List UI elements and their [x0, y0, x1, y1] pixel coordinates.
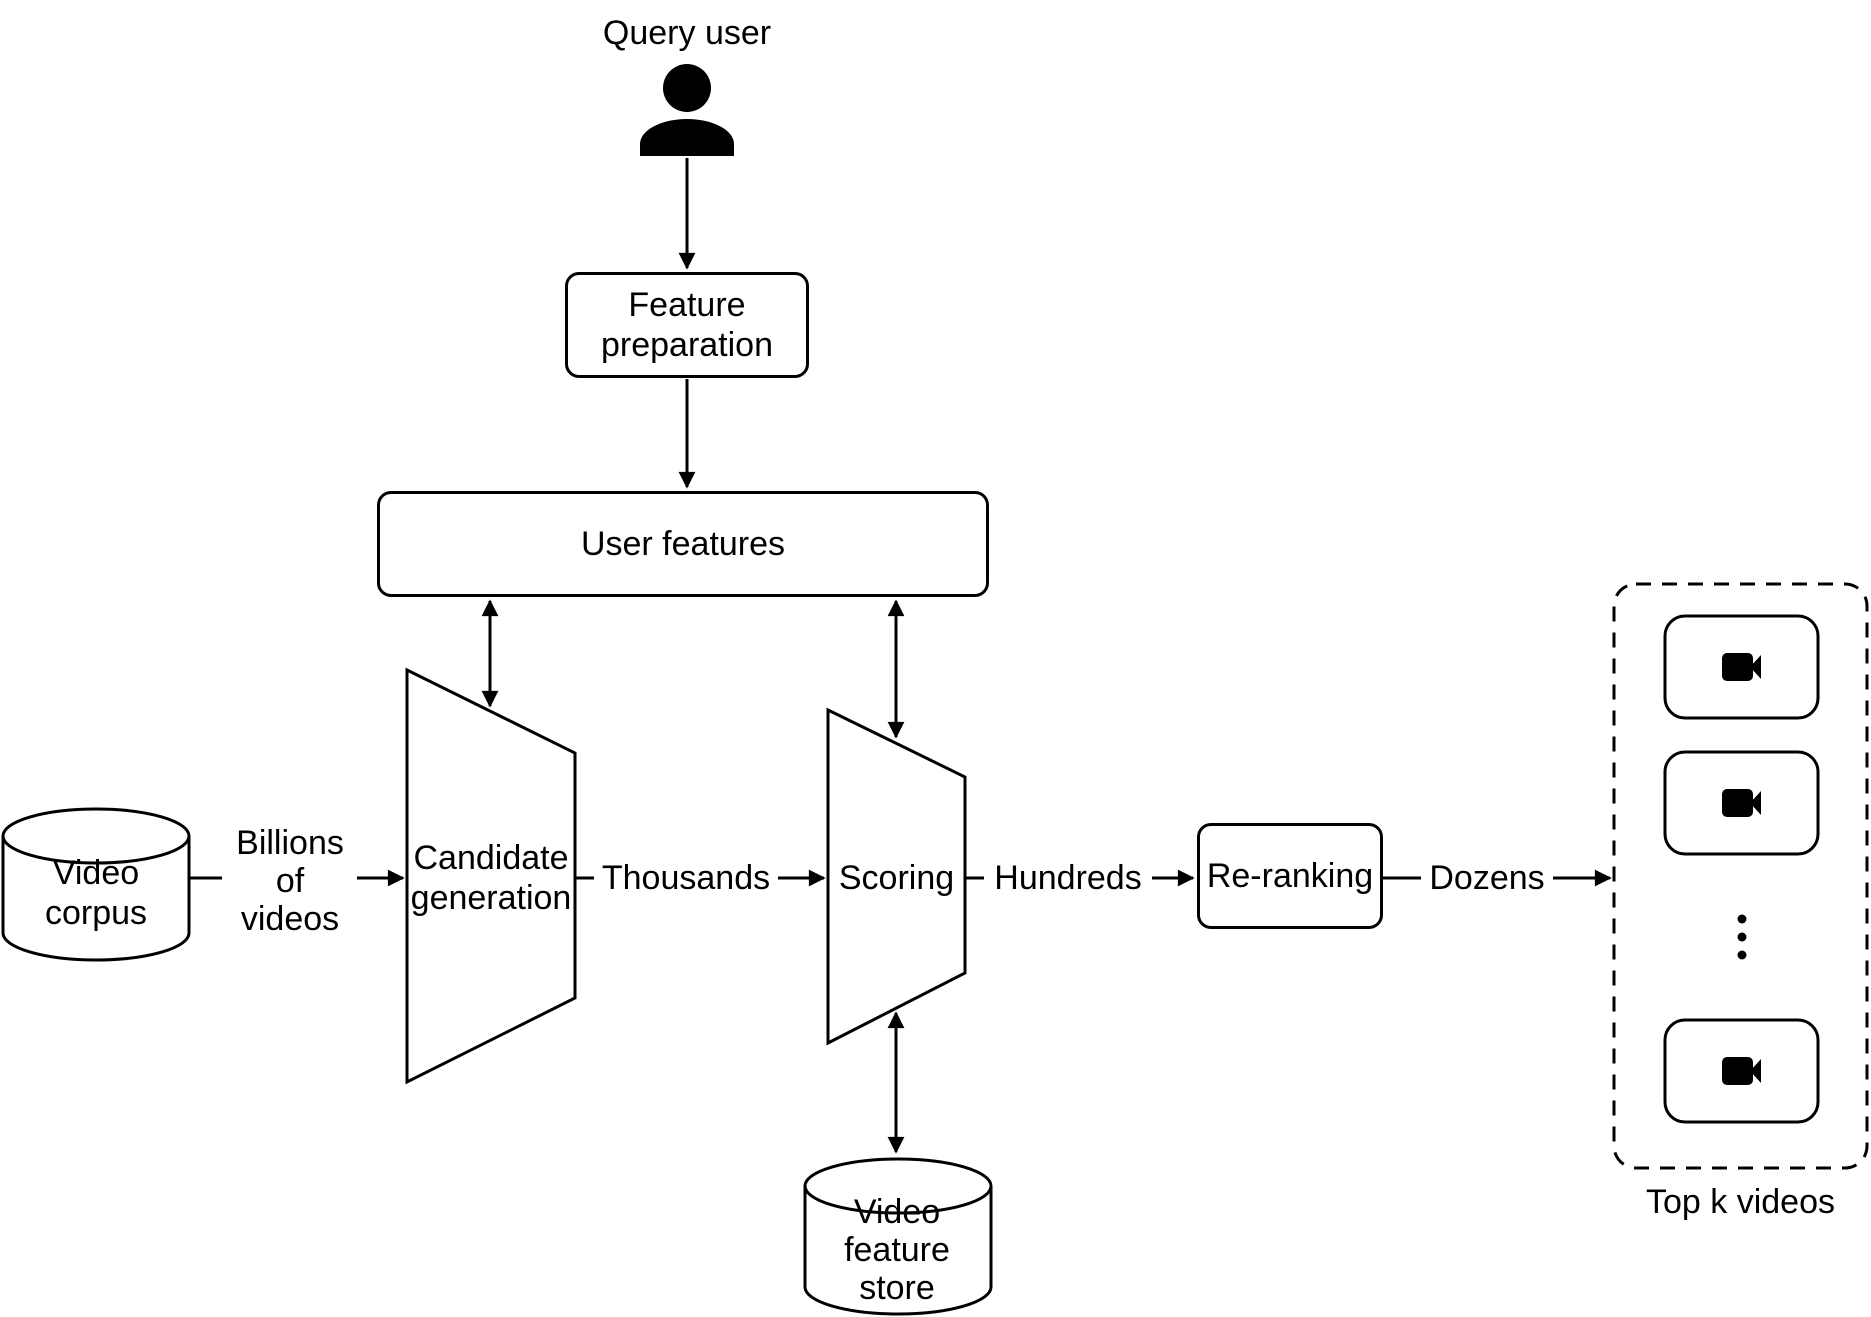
video-camera-icon	[1722, 653, 1761, 681]
scoring-trapezoid	[826, 707, 967, 1046]
candidate-generation-trapezoid	[405, 667, 577, 1085]
top-k-videos-container	[1612, 582, 1869, 1170]
person-icon	[640, 64, 734, 156]
thousands-label: Thousands	[601, 859, 771, 897]
video-feature-store-label: Video feature store	[844, 1193, 950, 1307]
candidate-generation-label: Candidate generation	[410, 839, 572, 917]
video-camera-icon	[1722, 789, 1761, 817]
user-features-node: User features	[377, 491, 989, 597]
scoring-label: Scoring	[838, 859, 955, 897]
video-corpus-label: Video corpus	[44, 854, 148, 932]
hundreds-label: Hundreds	[994, 859, 1142, 897]
vertical-ellipsis-icon	[1737, 914, 1747, 960]
query-user-label: Query user	[602, 14, 772, 52]
feature-preparation-node: Feature preparation	[565, 272, 809, 378]
billions-of-videos-label: Billions of videos	[236, 824, 344, 938]
top-k-videos-label: Top k videos	[1646, 1183, 1835, 1221]
dozens-label: Dozens	[1429, 859, 1545, 897]
video-feature-store-cylinder	[803, 1157, 993, 1316]
re-ranking-node: Re-ranking	[1197, 823, 1383, 929]
video-camera-icon	[1722, 1057, 1761, 1085]
video-corpus-cylinder	[1, 807, 191, 962]
